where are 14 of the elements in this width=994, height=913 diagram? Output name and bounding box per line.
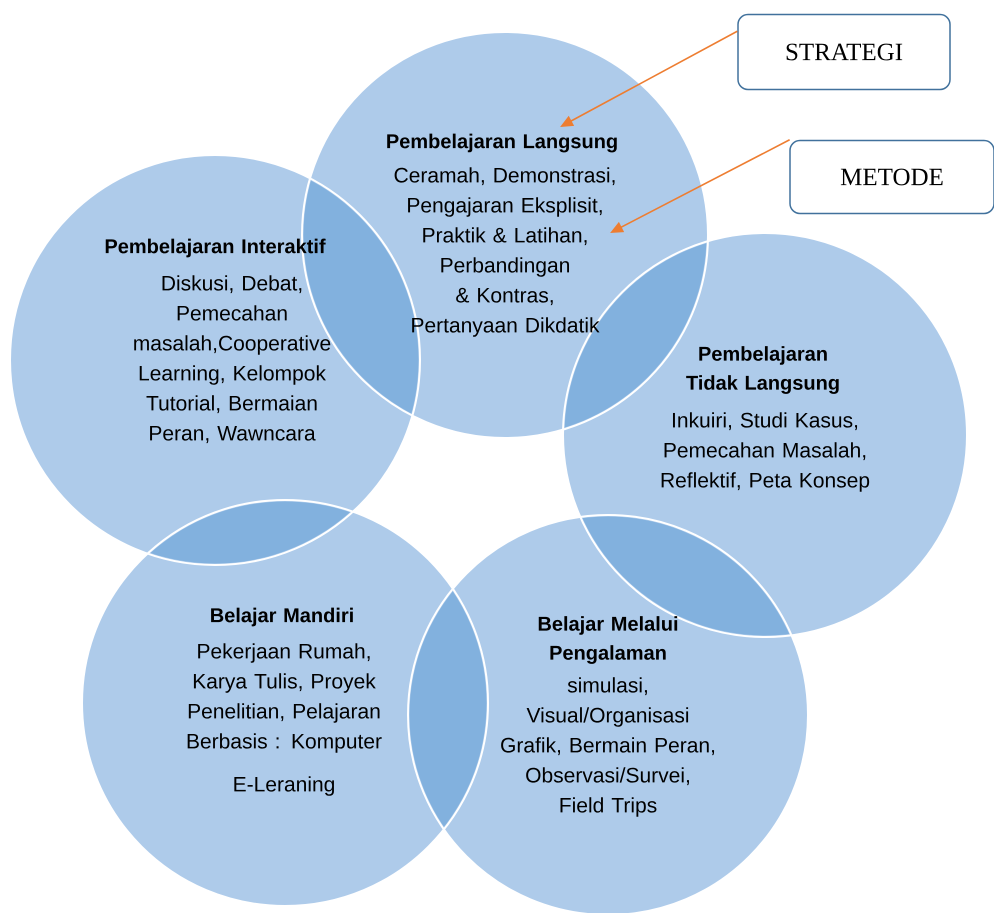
circle — [81, 499, 489, 907]
circle-text: Diskusi, Debat, Pemecahan masalah,Cooperative Learning, Kelompok Tutorial, Bermaian Peran, Wawncara — [134, 275, 330, 444]
circle-text: simulasi, Visual/Organisasi Grafik, Bermain Peran, Observasi/Survei, Field Trips — [501, 677, 714, 817]
circle-heading: Pembelajaran Interaktif — [106, 238, 326, 258]
circle-heading: Pembelajaran Langsung — [387, 134, 617, 152]
circle-text: E-Leraning — [234, 776, 334, 796]
circle-text: Pekerjaan Rumah, Karya Tulis, Proyek Penelitian, Pelajaran Berbasis : Komputer — [188, 643, 382, 753]
circle-heading: Belajar Melalui Pengalaman — [538, 616, 678, 664]
circle-heading: Belajar Mandiri — [211, 608, 353, 626]
label-box: METODE — [789, 140, 994, 214]
circle-text: Inkuiri, Studi Kasus, Pemecahan Masalah, Reflektif, Peta Konsep — [662, 412, 870, 492]
label-box: STRATEGI — [737, 14, 951, 90]
circle-text: Ceramah, Demonstrasi, Pengajaran Eksplisit, Praktik & Latihan, Perbandingan & Kontras, Pertanyaan Dikdatik — [394, 167, 615, 337]
circle-heading: Pembelajaran Tidak Langsung — [686, 346, 839, 394]
